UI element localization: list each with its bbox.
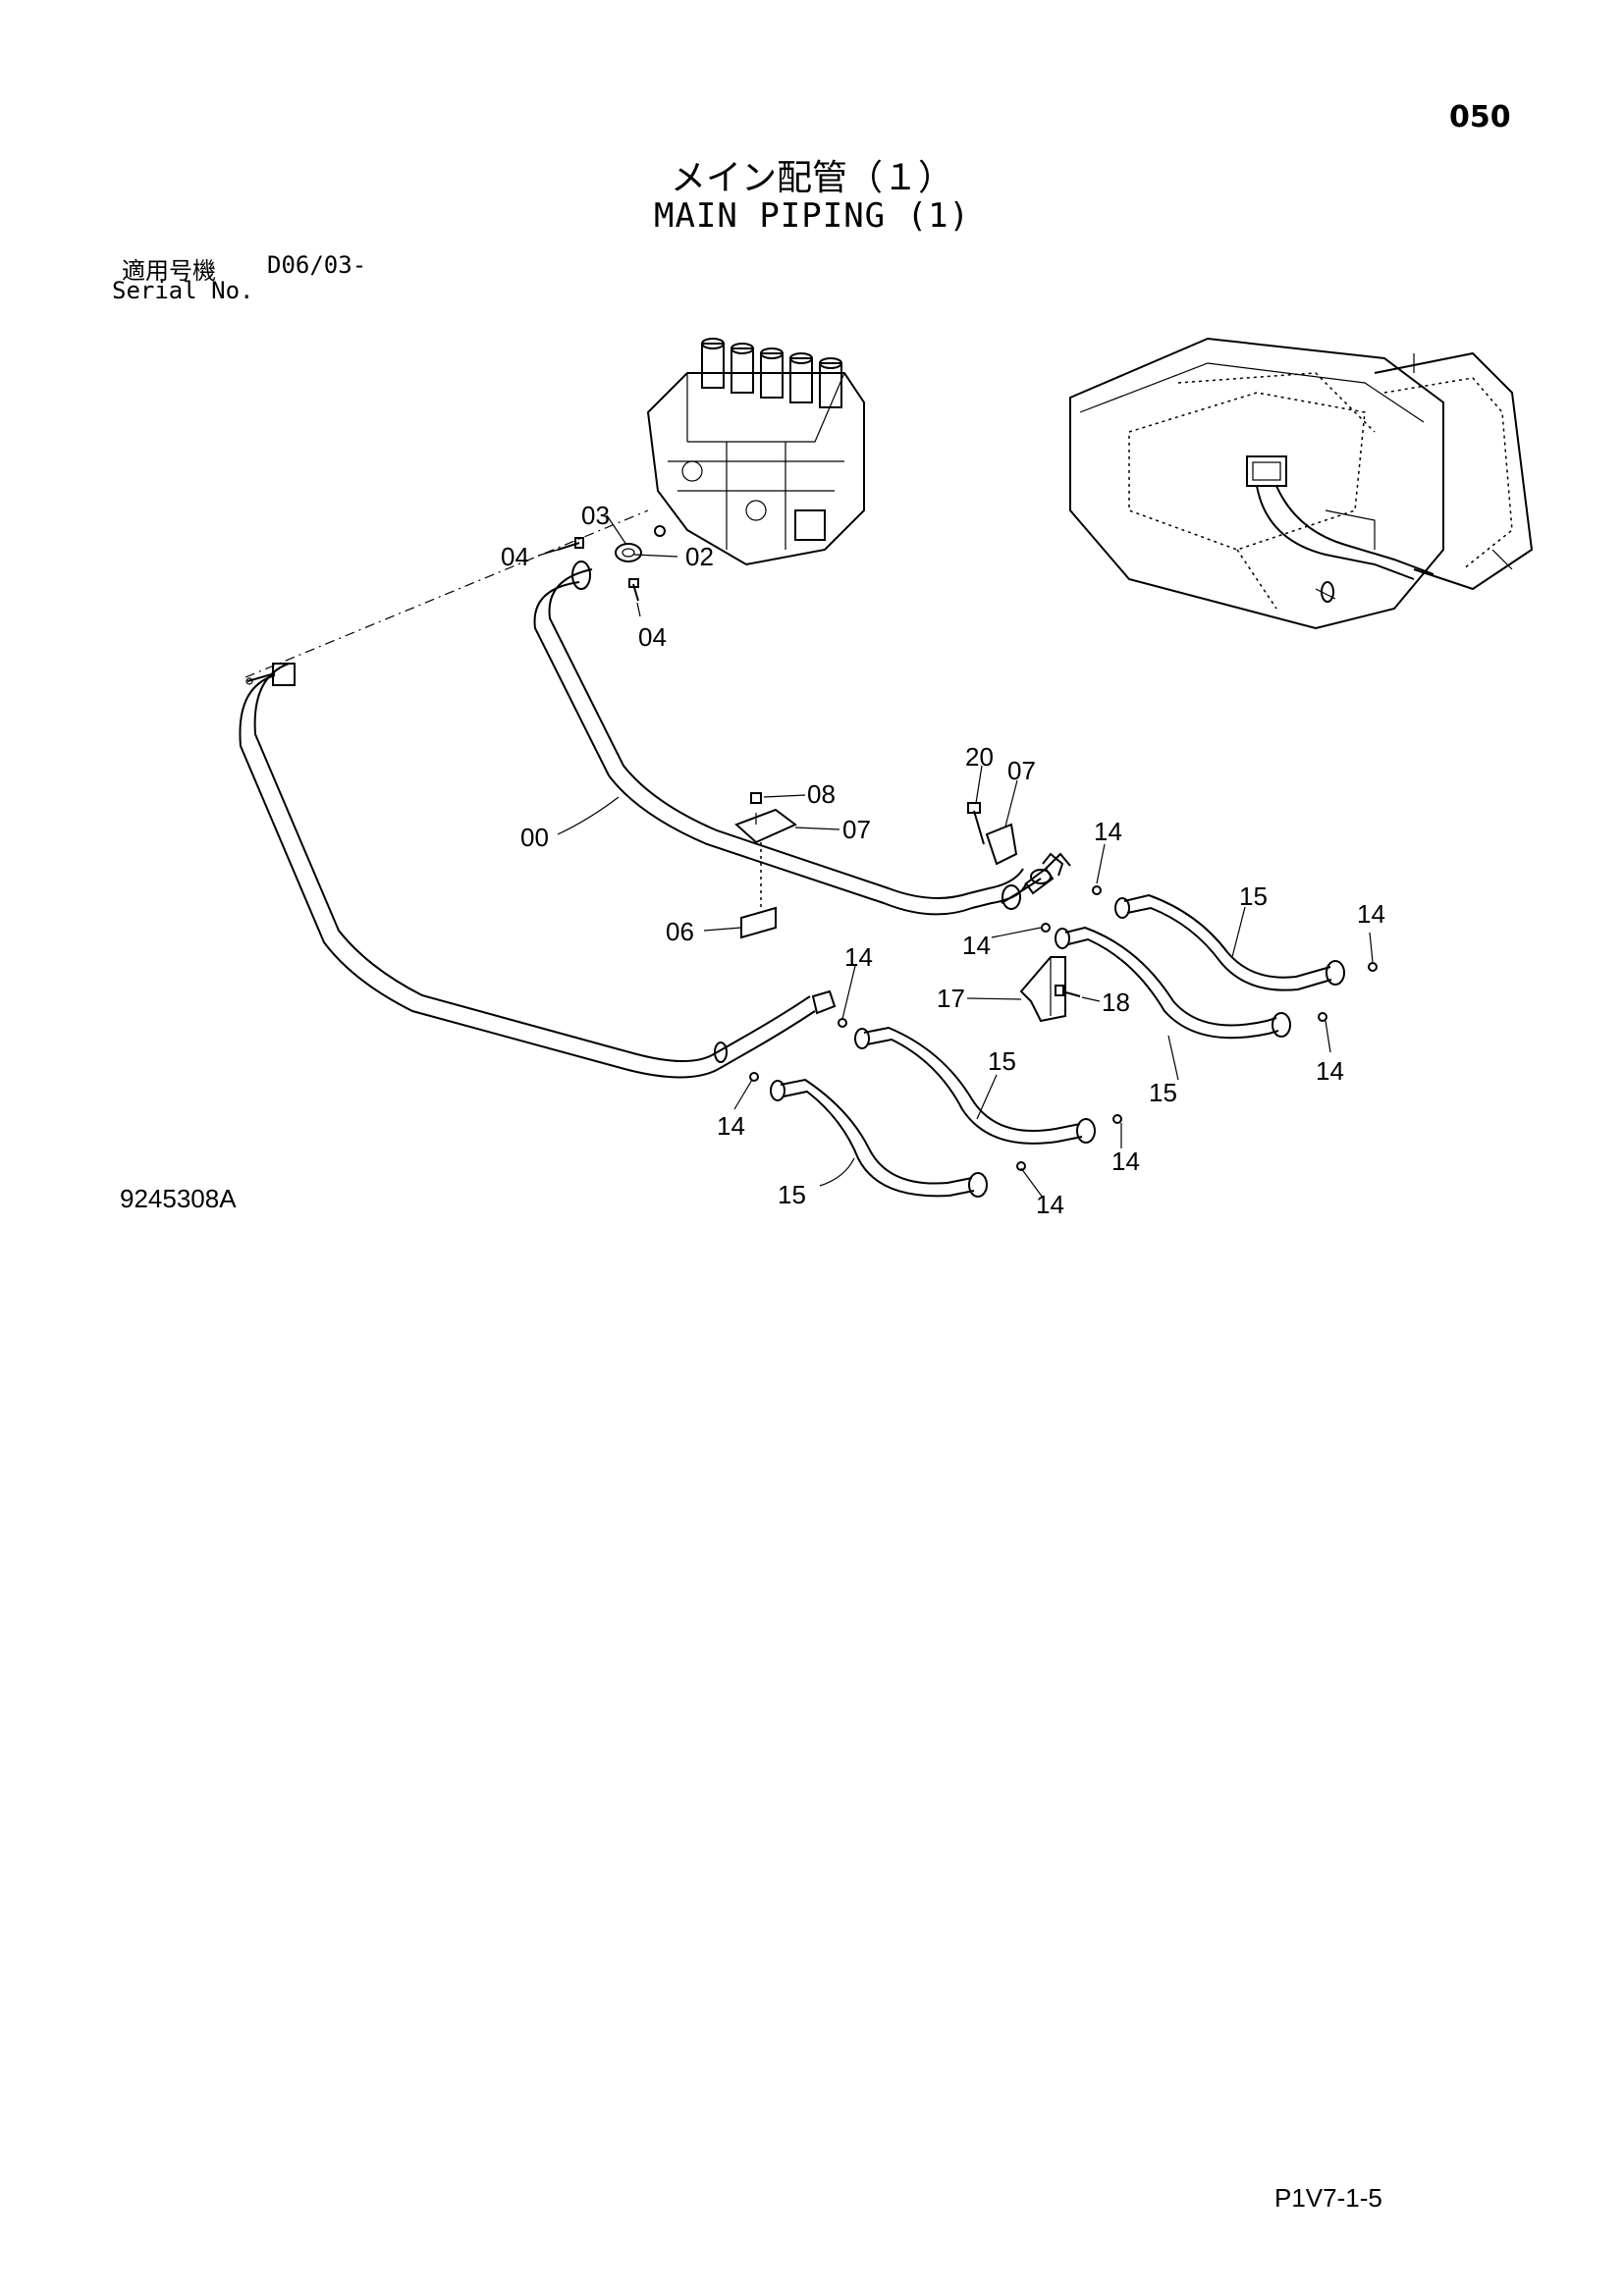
callout-15-lower-left: 15 [778, 1180, 806, 1209]
callout-20: 20 [965, 742, 994, 772]
callout-04-left: 04 [501, 542, 529, 571]
callout-14-far-right: 14 [1357, 899, 1385, 929]
callout-06: 06 [666, 917, 694, 946]
callout-04-lower: 04 [638, 622, 667, 652]
page-number: 050 [1449, 100, 1511, 134]
callout-02: 02 [685, 542, 714, 571]
machine-overview-drawing [1069, 337, 1534, 630]
callout-14-bottom: 14 [1036, 1190, 1064, 1219]
callout-08: 08 [807, 779, 836, 809]
callout-07-right: 07 [1007, 756, 1036, 785]
callout-03: 03 [581, 501, 610, 530]
pipe-elbow-right-drawing [1001, 852, 1071, 910]
hoses-15-drawing [770, 893, 1345, 1198]
callout-07-left: 07 [842, 815, 871, 844]
title-english: MAIN PIPING (1) [653, 196, 971, 236]
reference-code: P1V7-1-5 [1274, 2183, 1382, 2213]
callout-15-middle-right: 15 [1149, 1078, 1177, 1107]
port-flange-parts [557, 525, 666, 602]
callout-00: 00 [520, 823, 549, 852]
title-japanese: メイン配管（１） [670, 158, 953, 198]
serial-label-japanese: 適用号機 [122, 257, 216, 285]
serial-value: D06/03- [267, 251, 367, 279]
callout-14-right-lower: 14 [1316, 1056, 1344, 1086]
leader-lines [537, 514, 1374, 1199]
callout-15-lower-middle: 15 [988, 1046, 1016, 1076]
clamp-assembly-drawing [734, 792, 1018, 939]
serial-label-english: Serial No. [112, 277, 254, 304]
callout-15-upper-right: 15 [1239, 881, 1268, 911]
callout-14-lower-middle: 14 [844, 942, 873, 972]
callout-14-upper: 14 [1094, 817, 1122, 846]
callout-14-lower-left: 14 [717, 1111, 745, 1141]
callout-14-lower-right: 14 [1111, 1147, 1140, 1176]
drawing-number: 9245308A [120, 1184, 237, 1213]
callout-17: 17 [937, 984, 965, 1013]
main-pipe-left-drawing [239, 509, 837, 1079]
callout-14-center: 14 [962, 931, 991, 960]
callout-18: 18 [1102, 988, 1130, 1017]
control-valve-drawing [646, 338, 865, 566]
callout-labels: 03 02 04 04 00 08 07 06 20 07 14 14 14 1… [501, 501, 1385, 1219]
pipe-00-drawing [533, 561, 1064, 916]
bracket-17-drawing [1019, 956, 1081, 1023]
